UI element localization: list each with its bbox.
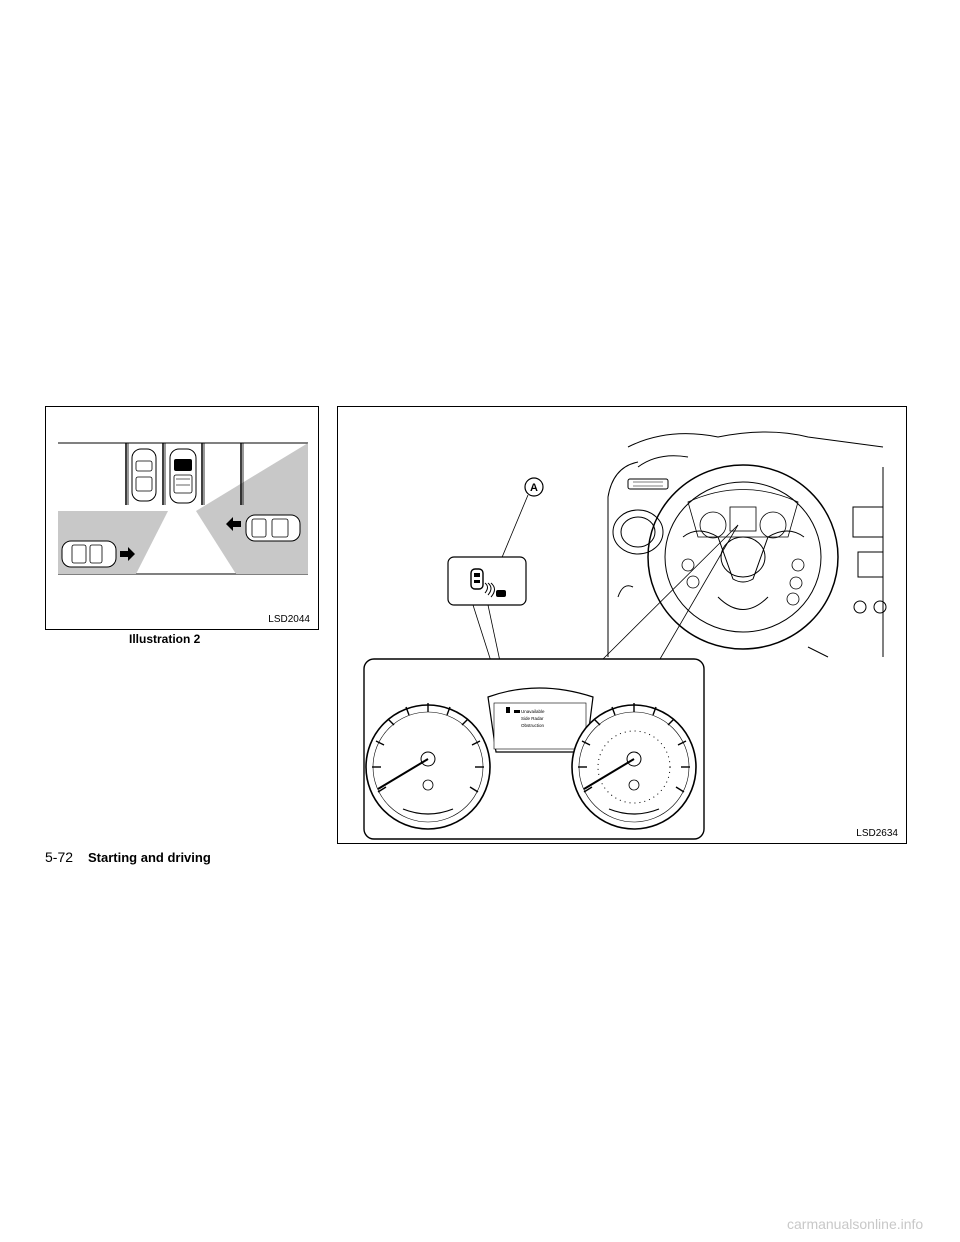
callout-a [497, 477, 544, 568]
figure-code: LSD2044 [268, 614, 310, 625]
arrow-right-icon [120, 547, 135, 561]
mini-cluster [687, 489, 799, 539]
section-title: Starting and driving [88, 850, 211, 865]
approaching-car-right [245, 514, 301, 542]
display-small-icon [506, 707, 520, 713]
figure-illustration-2: LSD2044 [45, 406, 319, 630]
approaching-car-left [61, 540, 117, 568]
own-vehicle [169, 448, 197, 504]
figure-caption: Illustration 2 [129, 632, 201, 646]
cluster-diagram: A [363, 431, 887, 840]
figure-instrument-cluster: A [337, 406, 907, 844]
dashboard-outline [607, 431, 887, 658]
parked-car [131, 448, 157, 502]
cluster-inset [363, 658, 705, 840]
display-line-1: Unavailable [521, 709, 545, 714]
blind-spot-warning-icon [470, 568, 506, 598]
display-line-3: Obstruction [521, 723, 545, 728]
steering-wheel [647, 464, 839, 650]
right-detection-zone [196, 443, 308, 574]
indicator-zoom-box [447, 556, 527, 700]
watermark[interactable]: carmanualsonline.info [787, 1216, 924, 1232]
callout-label: A [530, 482, 538, 494]
figure-code: LSD2634 [856, 828, 898, 839]
parking-lot-diagram [58, 442, 308, 575]
arrow-left-icon [226, 517, 241, 531]
display-line-2: Side Radar [521, 716, 544, 721]
page-number: 5-72 [45, 849, 74, 865]
